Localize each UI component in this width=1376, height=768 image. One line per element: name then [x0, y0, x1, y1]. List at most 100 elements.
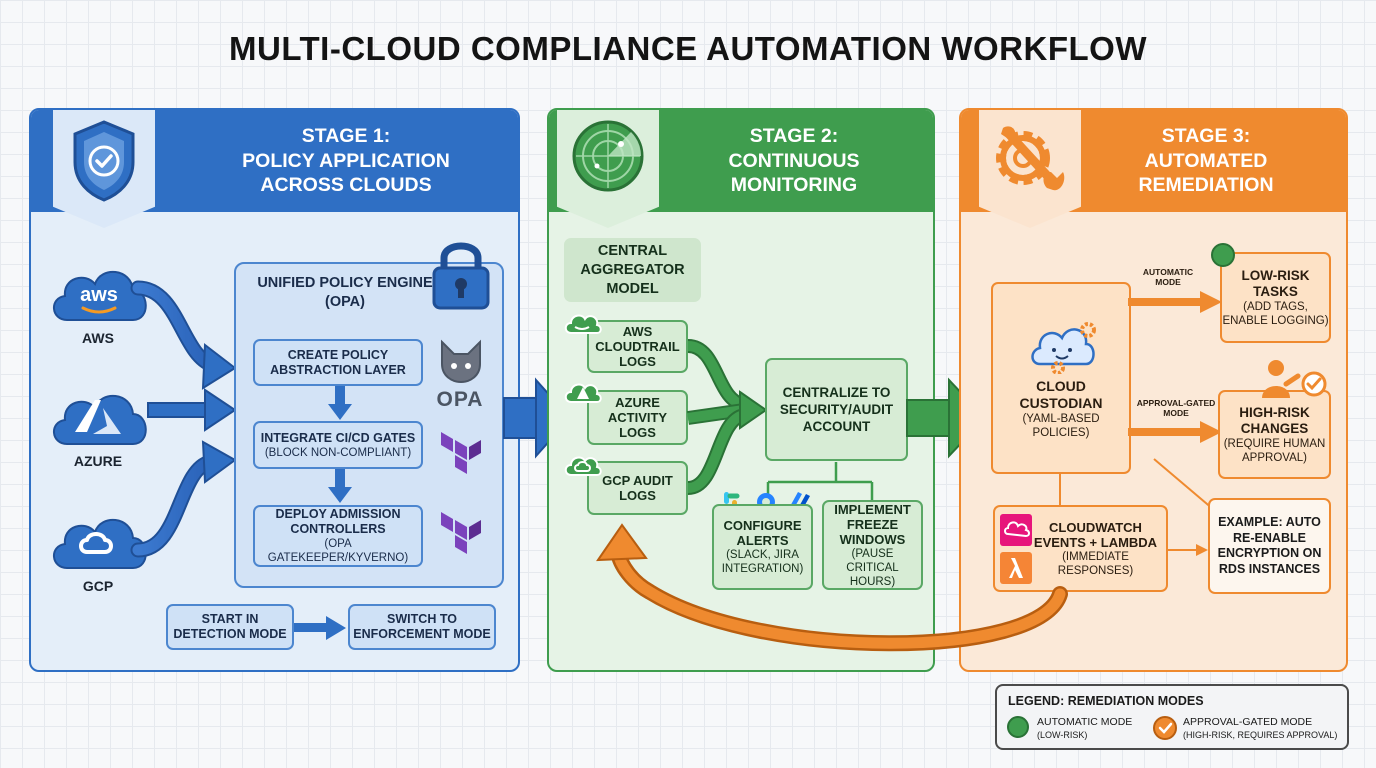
- stage-3-title-line-2: AUTOMATED: [1144, 149, 1268, 172]
- azure-activity-logs-box: AZURE ACTIVITY LOGS: [587, 390, 688, 445]
- automatic-mode-indicator: [1211, 243, 1235, 267]
- aws-logo-text: aws: [80, 284, 118, 306]
- lambda-icon: [1000, 552, 1032, 584]
- freeze-windows-box: IMPLEMENT FREEZE WINDOWS (PAUSE CRITICAL…: [822, 500, 923, 590]
- terraform-icon: [441, 432, 481, 474]
- stage-1-badge: [53, 110, 155, 228]
- stage-2-title-line-1: STAGE 2:: [749, 125, 839, 147]
- stage-3-title-line-3: REMEDIATION: [1138, 174, 1274, 196]
- cloud-custodian-icon: [1031, 322, 1096, 374]
- deploy-admission-step-sub: (OPA GATEKEEPER/KYVERNO): [267, 538, 409, 564]
- down-arrow-1: [328, 386, 352, 420]
- configure-alerts-label: CONFIGURE ALERTS: [723, 518, 802, 548]
- azure-label: AZURE: [73, 453, 123, 469]
- legend-automatic-sub: (LOW-RISK): [1037, 730, 1088, 740]
- gcp-audit-logs-label: GCP AUDIT LOGS: [602, 473, 673, 503]
- cloud-custodian-label: CLOUD CUSTODIAN: [1019, 378, 1103, 411]
- integrate-cicd-step-sub: (BLOCK NON-COMPLIANT): [264, 446, 412, 459]
- aws-label: AWS: [82, 330, 114, 346]
- person-approval-icon: [1262, 360, 1327, 398]
- legend-automatic-label: AUTOMATIC MODE: [1037, 716, 1133, 728]
- deploy-admission-step-label: DEPLOY ADMISSION CONTROLLERS: [275, 507, 401, 536]
- approval-mode-label: APPROVAL-GATED MODE: [1136, 398, 1216, 418]
- cloudwatch-icon: [1000, 514, 1032, 546]
- legend-approval-label: APPROVAL-GATED MODE: [1183, 716, 1313, 728]
- aws-small-cloud-icon: [564, 314, 602, 334]
- aws-cloud-icon: aws: [53, 270, 147, 321]
- radar-icon: [572, 120, 644, 192]
- low-risk-tasks-label: LOW-RISK TASKS: [1241, 267, 1310, 299]
- centralize-box: CENTRALIZE TO SECURITY/AUDIT ACCOUNT: [765, 358, 908, 461]
- opa-logo-icon: [441, 339, 481, 384]
- stage-1-title-line-2: POLICY APPLICATION: [242, 149, 450, 172]
- freeze-windows-label: IMPLEMENT FREEZE WINDOWS: [834, 501, 911, 547]
- cloud-custodian-sub: (YAML-BASED POLICIES): [1022, 413, 1100, 439]
- legend: LEGEND: REMEDIATION MODES AUTOMATIC MODE…: [995, 684, 1349, 750]
- high-risk-changes-box: HIGH-RISK CHANGES (REQUIRE HUMAN APPROVA…: [1218, 390, 1331, 479]
- stage-2-title-line-3: MONITORING: [730, 174, 858, 196]
- low-risk-tasks-sub: (ADD TAGS, ENABLE LOGGING): [1222, 300, 1329, 327]
- azure-cloud-icon: [53, 394, 147, 445]
- deploy-admission-step: DEPLOY ADMISSION CONTROLLERS (OPA GATEKE…: [253, 505, 423, 567]
- high-risk-changes-label: HIGH-RISK CHANGES: [1239, 404, 1310, 436]
- configure-alerts-sub: (SLACK, JIRA INTEGRATION): [721, 549, 804, 575]
- configure-alerts-box: CONFIGURE ALERTS (SLACK, JIRA INTEGRATIO…: [712, 504, 813, 590]
- page-title: MULTI-CLOUD COMPLIANCE AUTOMATION WORKFL…: [229, 30, 1147, 67]
- gcp-label: GCP: [82, 578, 114, 594]
- cloud-custodian-box: CLOUD CUSTODIAN (YAML-BASED POLICIES): [991, 282, 1131, 474]
- high-risk-changes-sub: (REQUIRE HUMAN APPROVAL): [1223, 437, 1326, 464]
- cloudwatch-to-example-arrow: [1166, 544, 1208, 556]
- cloudwatch-lambda-sub: (IMMEDIATE RESPONSES): [1057, 550, 1134, 577]
- stage-3-title-line-1: STAGE 3:: [1161, 125, 1251, 147]
- automatic-mode-arrow: [1128, 291, 1222, 313]
- gcp-audit-logs-box: GCP AUDIT LOGS: [587, 461, 688, 515]
- legend-automatic-swatch: [1007, 716, 1029, 738]
- enforcement-mode-box: SWITCH TO ENFORCEMENT MODE: [348, 604, 496, 650]
- legend-approval-sub: (HIGH-RISK, REQUIRES APPROVAL): [1183, 730, 1338, 740]
- aws-cloudtrail-logs-label: AWS CLOUDTRAIL LOGS: [595, 324, 680, 369]
- stage-1-title-line-1: STAGE 1:: [301, 125, 391, 147]
- stage-3-title: STAGE 3: AUTOMATED REMEDIATION: [1081, 124, 1331, 198]
- example-label: EXAMPLE: AUTO RE-ENABLE ENCRYPTION ON RD…: [1217, 515, 1322, 576]
- legend-approval-check-icon: [1153, 716, 1177, 740]
- lock-icon: [432, 242, 490, 310]
- central-aggregator-box: CENTRAL AGGREGATOR MODEL: [564, 238, 701, 302]
- example-box: EXAMPLE: AUTO RE-ENABLE ENCRYPTION ON RD…: [1208, 498, 1331, 594]
- stage-1-header: STAGE 1: POLICY APPLICATION ACROSS CLOUD…: [31, 110, 518, 212]
- integrate-cicd-step-label: INTEGRATE CI/CD GATES: [260, 430, 416, 445]
- create-policy-step-label: CREATE POLICY ABSTRACTION LAYER: [270, 347, 406, 377]
- legend-approval-text: APPROVAL-GATED MODE (HIGH-RISK, REQUIRES…: [1183, 716, 1337, 742]
- detection-to-enforcement-arrow: [294, 616, 346, 640]
- stage-2-badge: [557, 110, 659, 228]
- enforcement-mode-label: SWITCH TO ENFORCEMENT MODE: [353, 612, 491, 641]
- terraform-icon-2: [441, 512, 481, 554]
- approval-mode-arrow: [1128, 421, 1222, 443]
- automatic-mode-label: AUTOMATIC MODE: [1142, 267, 1194, 287]
- legend-automatic-text: AUTOMATIC MODE (LOW-RISK): [1037, 716, 1132, 742]
- centralize-label: CENTRALIZE TO SECURITY/AUDIT ACCOUNT: [779, 385, 894, 434]
- aws-cloudtrail-logs-box: AWS CLOUDTRAIL LOGS: [587, 320, 688, 373]
- azure-small-cloud-icon: [564, 383, 602, 403]
- stage-3-badge: [979, 110, 1081, 228]
- wrench-gear-icon: [996, 126, 1065, 191]
- shield-check-icon: [73, 120, 135, 202]
- central-aggregator-label: CENTRAL AGGREGATOR MODEL: [580, 242, 685, 297]
- detection-mode-box: START IN DETECTION MODE: [166, 604, 294, 650]
- stage-2-title-line-2: CONTINUOUS: [728, 149, 860, 172]
- create-policy-step: CREATE POLICY ABSTRACTION LAYER: [253, 339, 423, 386]
- low-risk-tasks-box: LOW-RISK TASKS (ADD TAGS, ENABLE LOGGING…: [1220, 252, 1331, 343]
- azure-activity-logs-label: AZURE ACTIVITY LOGS: [607, 395, 668, 440]
- down-arrow-2: [328, 469, 352, 503]
- gcp-small-cloud-icon: [564, 456, 602, 476]
- detection-mode-label: START IN DETECTION MODE: [173, 612, 287, 641]
- gcp-cloud-icon: [53, 518, 147, 569]
- stage-2-to-3-arrow: [906, 377, 987, 459]
- stage-1-to-2-arrow: [503, 377, 572, 459]
- stage-1-title-line-3: ACROSS CLOUDS: [260, 174, 432, 196]
- stage-2-title: STAGE 2: CONTINUOUS MONITORING: [659, 124, 929, 198]
- legend-title: LEGEND: REMEDIATION MODES: [1008, 694, 1204, 708]
- integrate-cicd-step: INTEGRATE CI/CD GATES (BLOCK NON-COMPLIA…: [253, 421, 423, 469]
